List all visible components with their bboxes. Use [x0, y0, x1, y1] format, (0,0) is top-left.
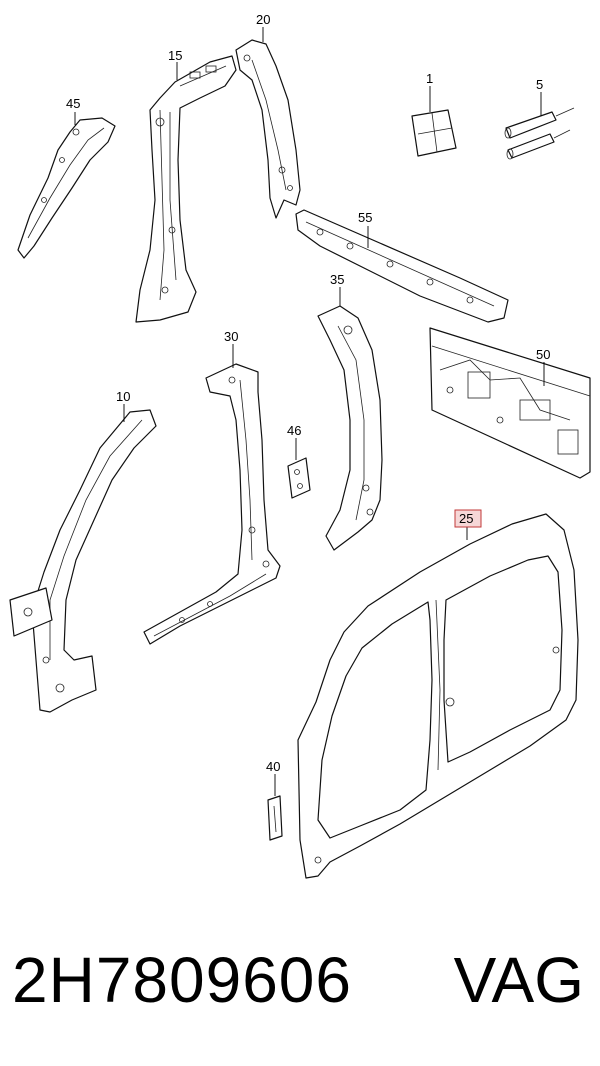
- callout-20: 20: [256, 12, 270, 27]
- callout-40: 40: [266, 759, 280, 774]
- callout-5: 5: [536, 77, 543, 92]
- part-10: 10: [9, 389, 157, 713]
- callout-15: 15: [168, 48, 182, 63]
- part-1: 1: [411, 71, 457, 157]
- part-46: 46: [287, 423, 311, 499]
- footer: 2H7809606 VAG: [0, 925, 600, 1035]
- part-20: 20: [235, 12, 301, 219]
- callout-1: 1: [426, 71, 433, 86]
- callout-46: 46: [287, 423, 301, 438]
- part-number: 2H7809606: [12, 944, 352, 1016]
- part-50: 50: [429, 327, 591, 479]
- callout-30: 30: [224, 329, 238, 344]
- part-15: 15: [135, 48, 237, 323]
- callout-45: 45: [66, 96, 80, 111]
- callout-55: 55: [358, 210, 372, 225]
- callout-50: 50: [536, 347, 550, 362]
- part-25: 25: [297, 509, 579, 879]
- part-45: 45: [17, 96, 116, 259]
- part-40: 40: [266, 759, 283, 841]
- callout-35: 35: [330, 272, 344, 287]
- part-30: 30: [143, 329, 281, 645]
- callout-25: 25: [459, 511, 473, 526]
- callout-10: 10: [116, 389, 130, 404]
- callout-25-highlight: [454, 509, 482, 528]
- part-5: 5: [504, 77, 575, 160]
- part-55: 55: [295, 209, 509, 323]
- parts-diagram: 45 15 20 1 5: [9, 12, 591, 879]
- brand-label: VAG: [453, 944, 584, 1016]
- part-35: 35: [317, 272, 383, 551]
